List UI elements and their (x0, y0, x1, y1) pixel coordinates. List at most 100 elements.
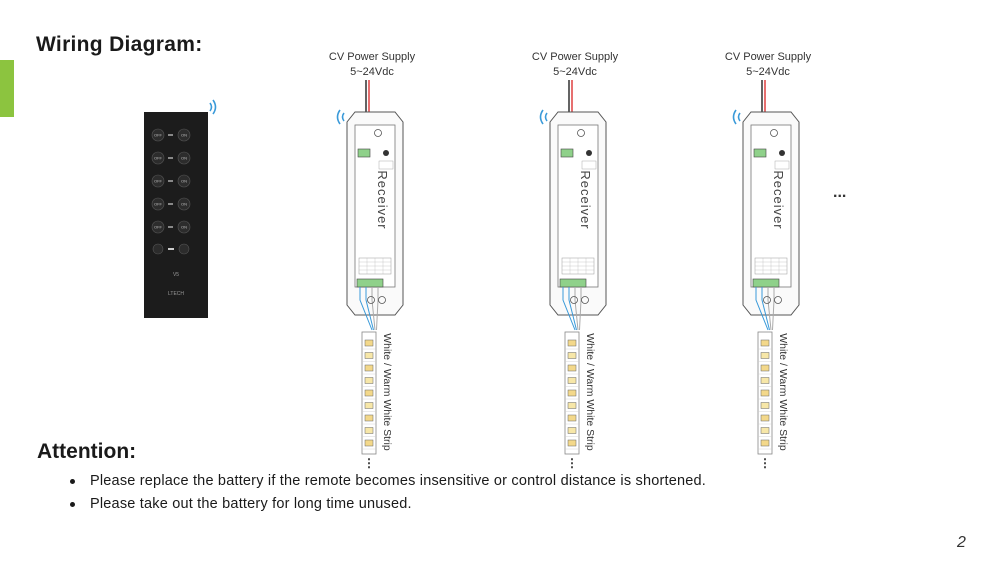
power-supply-label: CV Power Supply (725, 51, 812, 63)
mounting-hole (374, 129, 382, 137)
voltage-label: 5~24Vdc (350, 66, 394, 78)
output-terminal (356, 278, 384, 288)
remote-body (144, 112, 208, 318)
screw-icon (378, 296, 386, 304)
remote-button-label: OFF (154, 202, 163, 207)
output-wire (371, 287, 376, 331)
strip-continuation: ⋮ (759, 456, 771, 470)
led-chip (364, 339, 374, 347)
output-wire (767, 287, 772, 331)
remote-button-label: ON (181, 156, 187, 161)
screw-icon (367, 296, 375, 304)
remote-brand-label: LTECH (168, 291, 184, 297)
output-wire (359, 287, 373, 331)
power-terminal (753, 148, 767, 158)
terminal-legend (774, 160, 790, 170)
led-chip (567, 352, 577, 359)
mounting-hole (577, 129, 585, 137)
remote-button-label: OFF (154, 225, 163, 230)
strip-label: White / Warm White Strip (381, 333, 393, 451)
screw-icon (581, 296, 589, 304)
remote-button-label: ON (181, 133, 187, 138)
led-chip (364, 389, 374, 397)
led-chip (567, 339, 577, 347)
output-wire (772, 287, 775, 331)
output-wire (761, 287, 770, 331)
led-chip (364, 414, 374, 422)
led-chip (364, 377, 374, 384)
remote-model-label: V5 (173, 272, 179, 278)
remote-signal-icon (209, 99, 217, 115)
remote-button (151, 128, 165, 142)
power-terminal (560, 148, 574, 158)
receiver-label: Receiver (578, 170, 593, 229)
output-wire (562, 287, 576, 331)
led-chip (567, 377, 577, 384)
led-chip (760, 377, 770, 384)
screw-icon (774, 296, 782, 304)
receiver-label: Receiver (771, 170, 786, 229)
page-number: 2 (957, 534, 966, 551)
output-wire (579, 287, 582, 331)
remote-button (178, 243, 190, 255)
note-item: Please replace the battery if the remote… (70, 470, 706, 493)
led-chip (567, 427, 577, 434)
learn-button (779, 150, 785, 156)
note-text: Please take out the battery for long tim… (90, 496, 412, 512)
remote-button (152, 243, 164, 255)
output-wire (755, 287, 769, 331)
learn-button (586, 150, 592, 156)
strip-continuation: ⋮ (566, 456, 578, 470)
remote-button (177, 220, 191, 234)
wireless-signal-icon (336, 109, 345, 125)
wireless-signal-icon (539, 109, 548, 125)
remote-button (151, 197, 165, 211)
output-table (358, 257, 392, 275)
output-table (561, 257, 595, 275)
screw-icon (763, 296, 771, 304)
output-wire (365, 287, 374, 331)
output-wire (574, 287, 579, 331)
remote-button-label: OFF (154, 156, 163, 161)
mounting-hole (770, 129, 778, 137)
led-chip (364, 427, 374, 434)
power-supply-label: CV Power Supply (532, 51, 619, 63)
voltage-label: 5~24Vdc (553, 66, 597, 78)
output-table (754, 257, 788, 275)
wireless-signal-icon (732, 109, 741, 125)
attention-title: Attention: (37, 440, 137, 463)
led-chip (760, 439, 770, 447)
remote-button (177, 128, 191, 142)
led-chip (760, 352, 770, 359)
led-chip (364, 402, 374, 409)
output-terminal (559, 278, 587, 288)
bullet-dot (70, 479, 75, 484)
note-item: Please take out the battery for long tim… (70, 493, 706, 516)
led-chip (567, 389, 577, 397)
led-chip (567, 402, 577, 409)
led-chip (760, 414, 770, 422)
led-chip (567, 364, 577, 372)
learn-button (383, 150, 389, 156)
remote-button-label: ON (181, 202, 187, 207)
remote-button (177, 151, 191, 165)
remote-button (151, 151, 165, 165)
receiver-label: Receiver (375, 170, 390, 229)
led-chip (567, 439, 577, 447)
led-chip (567, 414, 577, 422)
continuation-dots: ... (833, 184, 846, 201)
remote-button (151, 174, 165, 188)
screw-icon (570, 296, 578, 304)
terminal-legend (581, 160, 597, 170)
remote-button-label: OFF (154, 179, 163, 184)
led-chip (760, 364, 770, 372)
led-chip (364, 352, 374, 359)
green-accent-tab (0, 60, 14, 117)
led-chip (364, 364, 374, 372)
output-wire (376, 287, 379, 331)
